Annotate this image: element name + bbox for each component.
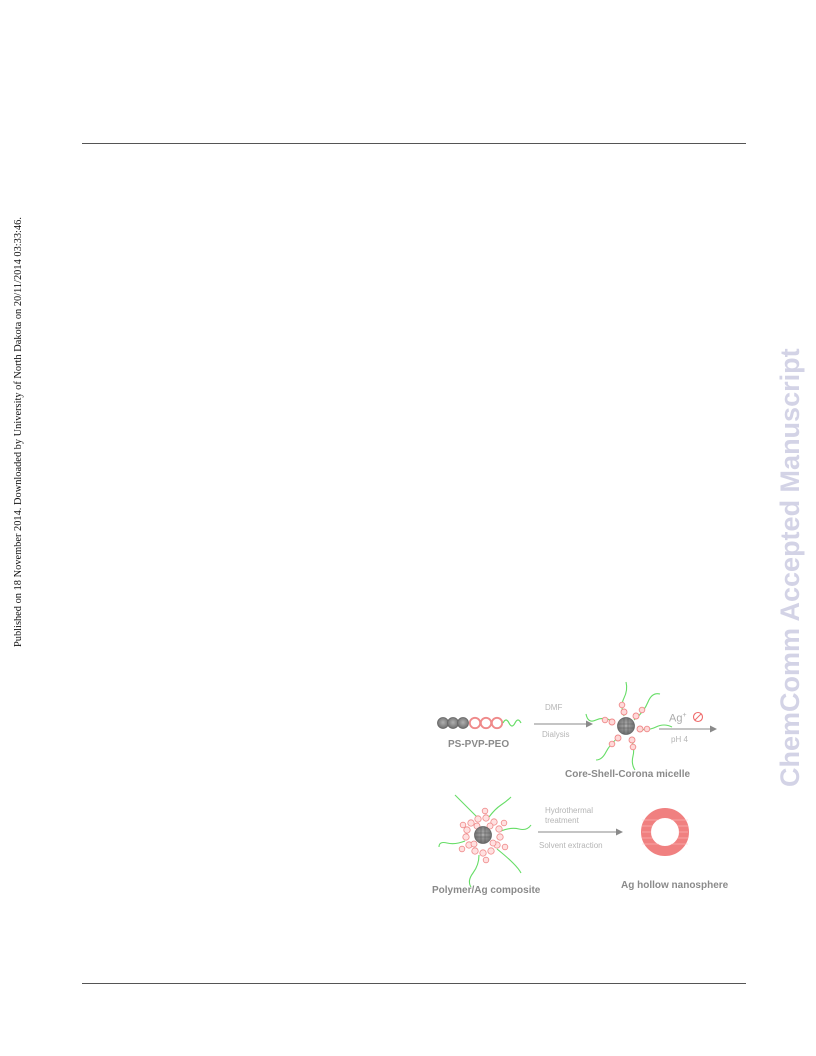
label-treatment: treatment bbox=[545, 816, 579, 825]
label-core-shell-corona-micelle: Core-Shell-Corona micelle bbox=[565, 769, 691, 780]
ag-hollow-nanosphere bbox=[641, 808, 689, 856]
label-dialysis: Dialysis bbox=[542, 730, 570, 739]
synthesis-scheme-figure: PS-PVP-PEO DMF Dialysis Core-Shell-Coron… bbox=[420, 680, 740, 900]
silver-ion-symbol bbox=[692, 711, 704, 723]
label-solvent-extraction: Solvent extraction bbox=[539, 841, 603, 850]
label-ag-ion: Ag+ bbox=[669, 710, 687, 725]
ag-ion-symbol: Ag bbox=[669, 712, 683, 725]
core-shell-corona-micelle bbox=[585, 681, 673, 771]
label-polymer-ag-composite: Polymer/Ag composite bbox=[432, 885, 541, 896]
label-ph4: pH 4 bbox=[671, 735, 688, 744]
published-download-note: Published on 18 November 2014. Downloade… bbox=[13, 217, 24, 647]
label-ps-pvp-peo: PS-PVP-PEO bbox=[448, 739, 510, 750]
label-dmf: DMF bbox=[545, 703, 563, 712]
accepted-manuscript-watermark: ChemComm Accepted Manuscript bbox=[775, 348, 805, 787]
label-hydrothermal: Hydrothermal bbox=[545, 806, 594, 815]
triblock-copolymer-chain bbox=[437, 716, 522, 730]
label-ag-hollow-nanosphere: Ag hollow nanosphere bbox=[621, 880, 729, 891]
polymer-ag-composite bbox=[438, 794, 532, 888]
footer-rule bbox=[82, 983, 746, 984]
scheme-drawing bbox=[437, 681, 717, 888]
ag-ion-charge: + bbox=[682, 712, 687, 719]
header-rule bbox=[82, 143, 746, 144]
